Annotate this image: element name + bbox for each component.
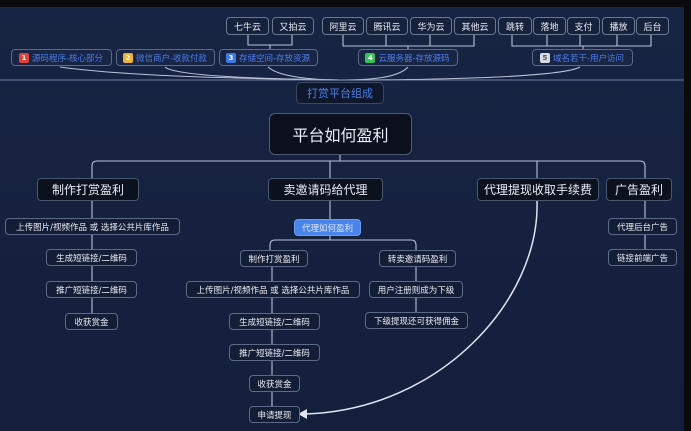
- branch-sell-invite-codes[interactable]: 卖邀请码给代理: [268, 178, 383, 201]
- agent-step-withdraw[interactable]: 申请提现: [249, 406, 300, 423]
- part-source-code[interactable]: 1 源码程序-核心部分: [11, 49, 112, 66]
- top-border: [0, 0, 691, 7]
- domain-landing[interactable]: 落地: [533, 17, 566, 35]
- badge-4-icon: 4: [365, 52, 376, 63]
- branch-tipping-profit[interactable]: 制作打赏盈利: [37, 178, 139, 201]
- cloud-upyun[interactable]: 又拍云: [272, 17, 314, 35]
- cloud-other[interactable]: 其他云: [454, 17, 496, 35]
- badge-2-icon: 2: [122, 52, 133, 63]
- composition-title[interactable]: 打赏平台组成: [296, 82, 384, 104]
- part-wechat-merchant[interactable]: 2 微信商户-收款付款: [116, 49, 215, 66]
- part-label: 存储空间-存放资源: [238, 53, 311, 64]
- cloud-huawei[interactable]: 华为云: [410, 17, 452, 35]
- right-border: [684, 0, 691, 431]
- ads-frontend-link[interactable]: 链接前端广告: [608, 249, 677, 266]
- cloud-aliyun[interactable]: 阿里云: [322, 17, 364, 35]
- part-label: 云服务器-存放源码: [378, 53, 450, 64]
- b1-step-promote-link[interactable]: 推广短链接/二维码: [46, 281, 137, 298]
- agent-step-subordinate-commission[interactable]: 下级提现还可获得佣金: [365, 312, 468, 329]
- badge-1-icon: 1: [18, 52, 29, 63]
- part-label: 源码程序-核心部分: [31, 53, 104, 64]
- agent-step-register-subordinate[interactable]: 用户注册则成为下级: [369, 281, 463, 298]
- agent-profit-title[interactable]: 代理如何盈利: [294, 219, 361, 236]
- agent-step-upload[interactable]: 上传图片/视频作品 或 选择公共片库作品: [186, 281, 360, 298]
- profit-root[interactable]: 平台如何盈利: [269, 113, 412, 155]
- branch-withdrawal-fee[interactable]: 代理提现收取手续费: [477, 178, 599, 201]
- b1-step-upload[interactable]: 上传图片/视频作品 或 选择公共片库作品: [5, 218, 180, 235]
- cloud-qiniu[interactable]: 七牛云: [226, 17, 269, 35]
- domain-redirect[interactable]: 跳转: [498, 17, 532, 35]
- badge-3-icon: 3: [225, 52, 236, 63]
- part-label: 域名若干-用户访问: [552, 53, 625, 64]
- agent-step-promote-link[interactable]: 推广短链接/二维码: [229, 344, 320, 361]
- b1-step-generate-link[interactable]: 生成短链接/二维码: [46, 249, 137, 266]
- domain-admin[interactable]: 后台: [636, 17, 669, 35]
- b1-step-collect-reward[interactable]: 收获赏金: [65, 313, 118, 330]
- domain-playback[interactable]: 播放: [602, 17, 635, 35]
- domain-payment[interactable]: 支付: [567, 17, 600, 35]
- branch-ads-profit[interactable]: 广告盈利: [606, 178, 672, 201]
- agent-resell-invite-profit[interactable]: 转卖邀请码盈利: [379, 250, 456, 267]
- badge-5-icon: 5: [539, 52, 550, 63]
- agent-tipping-profit[interactable]: 制作打赏盈利: [240, 250, 308, 267]
- part-cloud-server[interactable]: 4 云服务器-存放源码: [358, 49, 458, 66]
- cloud-tencent[interactable]: 腾讯云: [366, 17, 408, 35]
- part-domains[interactable]: 5 域名若干-用户访问: [532, 49, 633, 66]
- ads-agent-backend[interactable]: 代理后台广告: [608, 218, 677, 235]
- part-label: 微信商户-收款付款: [135, 53, 208, 64]
- agent-step-collect-reward[interactable]: 收获赏金: [249, 375, 300, 392]
- agent-step-generate-link[interactable]: 生成短链接/二维码: [229, 313, 320, 330]
- part-storage[interactable]: 3 存储空间-存放资源: [219, 49, 318, 66]
